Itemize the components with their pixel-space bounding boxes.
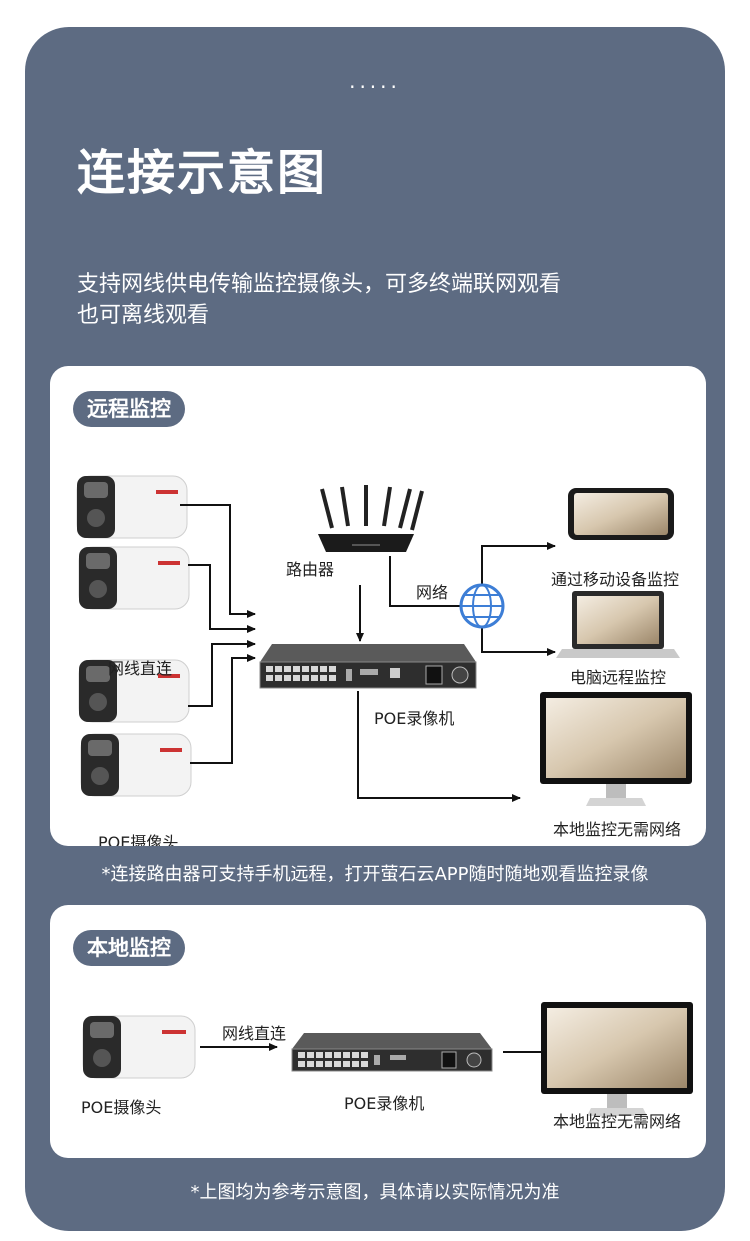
phone-icon <box>568 488 674 540</box>
camera-icon <box>82 1015 196 1079</box>
globe-icon <box>459 583 505 629</box>
local-diagram <box>82 1002 693 1116</box>
monitor-icon <box>540 692 692 806</box>
remote-monitoring-title: 远程监控 <box>73 391 185 427</box>
subtitle-line-2: 也可离线观看 <box>77 303 210 328</box>
router-label: 路由器 <box>286 560 335 579</box>
footer-note: *上图均为参考示意图，具体请以实际情况为准 <box>190 1182 560 1203</box>
cable-direct-label: 网线直连 <box>222 1024 287 1043</box>
nvr-label: POE录像机 <box>344 1094 425 1113</box>
page-subtitle: 支持网线供电传输监控摄像头，可多终端联网观看 也可离线观看 <box>77 269 677 331</box>
nvr-icon <box>259 644 477 689</box>
poe-camera-label: POE摄像头 <box>98 833 179 846</box>
remote-diagram <box>76 475 692 806</box>
cable-direct-label: 网线直连 <box>108 659 173 678</box>
network-label: 网络 <box>416 583 449 602</box>
camera-icon <box>76 475 188 539</box>
laptop-icon <box>556 591 680 658</box>
nvr-icon <box>291 1033 493 1072</box>
page-title: 连接示意图 <box>77 145 328 201</box>
pc-monitor-label: 电脑远程监控 <box>570 668 667 687</box>
remote-note: *连接路由器可支持手机远程，打开萤石云APP随时随地观看监控录像 <box>101 864 649 885</box>
camera-icon <box>78 659 190 723</box>
nvr-label: POE录像机 <box>374 709 455 728</box>
decorative-dots: ..... <box>349 69 401 93</box>
subtitle-line-1: 支持网线供电传输监控摄像头，可多终端联网观看 <box>77 272 562 297</box>
local-monitor-label: 本地监控无需网络 <box>553 820 682 839</box>
mobile-monitor-label: 通过移动设备监控 <box>551 570 680 589</box>
router-icon <box>318 485 424 552</box>
diagram-frame: ..... 连接示意图 支持网线供电传输监控摄像头，可多终端联网观看 也可离线观… <box>25 27 725 1231</box>
camera-icon <box>78 546 190 610</box>
monitor-icon <box>541 1002 693 1116</box>
local-monitor-label: 本地监控无需网络 <box>553 1112 682 1131</box>
poe-camera-label: POE摄像头 <box>81 1098 162 1117</box>
local-monitoring-panel: 本地监控 网线直连 POE摄像头 POE录像机 本地监控无需网络 <box>50 905 706 1158</box>
remote-monitoring-panel: 远程监控 路由器 网络 通过移动设备监控 电脑远程监控 网线直连 POE录像机 … <box>50 366 706 846</box>
local-monitoring-title: 本地监控 <box>73 930 185 966</box>
camera-icon <box>80 733 192 797</box>
